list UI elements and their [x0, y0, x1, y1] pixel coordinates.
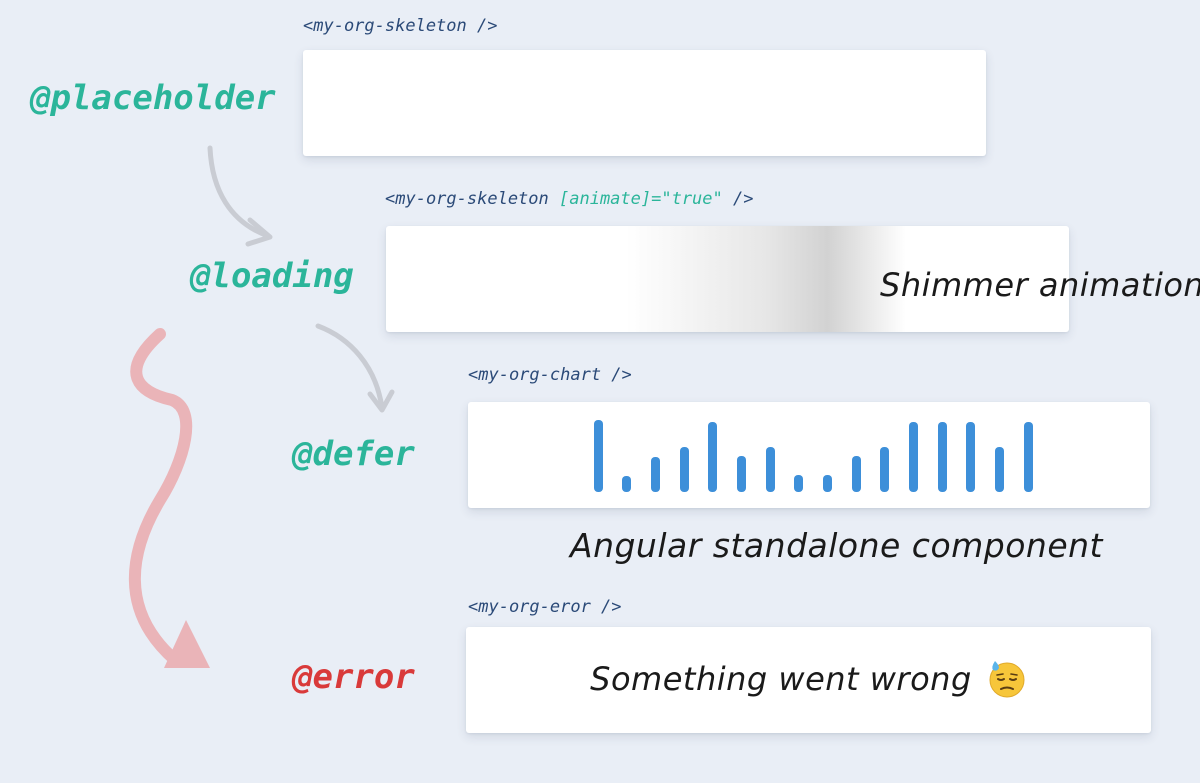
arrow-loading-to-error-head — [164, 620, 210, 668]
chart-bar — [622, 476, 632, 492]
chart-bar — [937, 422, 947, 492]
defer-tag: <my-org-chart /> — [468, 365, 632, 385]
downcast-face-with-sweat-icon — [987, 659, 1027, 699]
loading-skeleton-card — [386, 226, 1069, 332]
arrow-placeholder-to-loading — [207, 145, 273, 247]
placeholder-label: @placeholder — [30, 78, 276, 118]
chart-bar — [708, 422, 718, 492]
chart-bar — [966, 422, 976, 492]
error-message-row: Something went wrong — [466, 659, 1151, 699]
error-card: Something went wrong — [466, 627, 1151, 733]
chart-bar — [851, 456, 861, 492]
arrow-loading-to-defer — [315, 323, 395, 413]
loading-tag-suffix: /> — [722, 189, 754, 209]
chart-bar — [765, 447, 775, 492]
chart-bar — [593, 420, 603, 492]
chart-bar — [880, 447, 890, 492]
chart-bar — [822, 474, 832, 492]
loading-label: @loading — [190, 256, 354, 296]
chart-bar — [650, 457, 660, 492]
chart-bar — [1023, 422, 1033, 492]
loading-tag-prefix: <my-org-skeleton — [385, 189, 559, 209]
error-message: Something went wrong — [590, 660, 972, 698]
chart-bars — [593, 420, 1033, 492]
arrow-loading-to-error — [128, 328, 193, 666]
defer-label: @defer — [292, 434, 415, 474]
chart-bar — [994, 447, 1004, 492]
placeholder-tag: <my-org-skeleton /> — [303, 16, 498, 36]
chart-bar — [679, 447, 689, 492]
chart-bar — [794, 474, 804, 492]
loading-tag: <my-org-skeleton [animate]="true" /> — [385, 189, 753, 209]
placeholder-skeleton-card — [303, 50, 986, 156]
loading-tag-attr: [animate]="true" — [559, 189, 723, 209]
component-annotation: Angular standalone component — [570, 526, 1103, 565]
chart-card — [468, 402, 1150, 508]
chart-bar — [908, 422, 918, 492]
error-tag: <my-org-eror /> — [468, 597, 622, 617]
shimmer-gradient — [626, 226, 906, 332]
chart-bar — [736, 456, 746, 492]
error-label: @error — [292, 657, 415, 697]
shimmer-annotation: Shimmer animation — [880, 266, 1200, 304]
